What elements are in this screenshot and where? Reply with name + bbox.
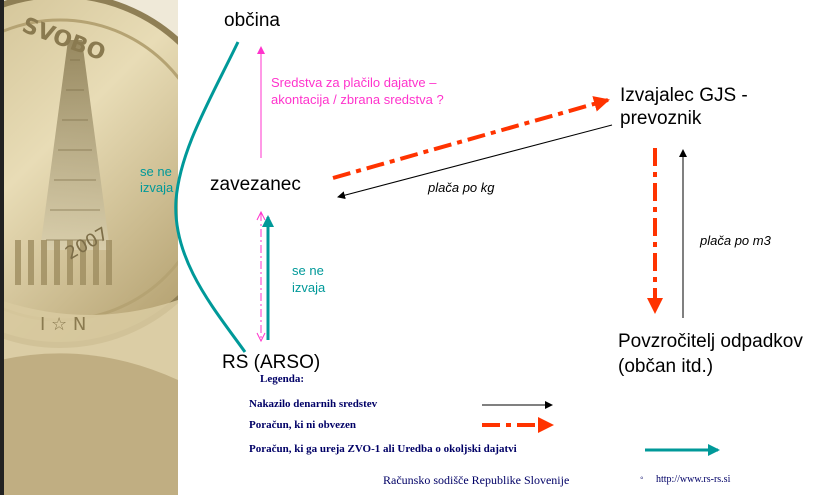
annotation-sredstva-line1: Sredstva za plačilo dajatve –: [271, 75, 437, 90]
arrow-izvajalec-to-zavezanec: [337, 124, 613, 200]
annotation-placa-m3: plača po m3: [700, 233, 771, 248]
node-obcina: občina: [224, 10, 280, 31]
node-povzrocitelj-line1: Povzročitelj odpadkov: [618, 331, 803, 352]
annotation-sredstva-line2: akontacija / zbrana sredstva ?: [271, 92, 444, 107]
svg-text:I ☆ N: I ☆ N: [40, 314, 86, 335]
node-rs-arso: RS (ARSO): [222, 352, 321, 373]
node-izvajalec-line1: Izvajalec GJS -: [620, 85, 748, 106]
curve-obcina-rs: [174, 41, 247, 353]
legend-item-regulated: Poračun, ki ga ureja ZVO-1 ali Uredba o …: [249, 443, 517, 455]
annotation-se-ne-izvaja-mid-1: se ne: [292, 263, 324, 278]
annotation-se-ne-izvaja-left-1: se ne: [140, 164, 172, 179]
annotation-placa-kg: plača po kg: [428, 180, 495, 195]
node-izvajalec-line2: prevoznik: [620, 108, 702, 129]
legend-title: Legenda:: [260, 373, 304, 385]
node-zavezanec: zavezanec: [210, 174, 301, 195]
footer-separator: ◦: [640, 473, 644, 484]
annotation-se-ne-izvaja-left-2: izvaja: [140, 180, 174, 195]
node-povzrocitelj-line2: (občan itd.): [618, 356, 714, 377]
coin-photo: 2007 SVOBO I ☆ N: [0, 0, 178, 495]
legend-item-money: Nakazilo denarnih sredstev: [249, 398, 378, 410]
arrow-zavezanec-to-izvajalec: [332, 96, 610, 180]
legend-item-optional: Poračun, ki ni obvezen: [249, 419, 356, 431]
footer-url[interactable]: http://www.rs-rs.si: [656, 474, 731, 485]
footer-org: Računsko sodišče Republike Slovenije: [383, 473, 570, 487]
annotation-se-ne-izvaja-mid-2: izvaja: [292, 280, 326, 295]
